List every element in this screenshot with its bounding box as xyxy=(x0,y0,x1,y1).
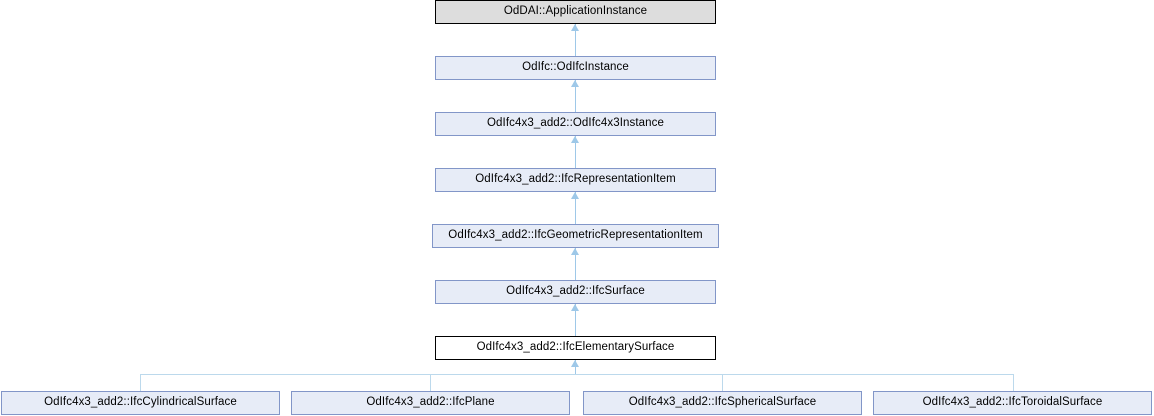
class-node-label: OdIfc4x3_add2::IfcPlane xyxy=(366,396,495,409)
class-node-label: OdIfc::OdIfcInstance xyxy=(522,61,629,74)
class-node-ifcsurface[interactable]: OdIfc4x3_add2::IfcSurface xyxy=(435,280,716,304)
derived-drop-2 xyxy=(430,374,431,391)
class-node-ifcrepresentationitem[interactable]: OdIfc4x3_add2::IfcRepresentationItem xyxy=(435,168,716,192)
derived-bus-line xyxy=(140,374,1014,375)
derived-drop-3 xyxy=(722,374,723,391)
class-node-ifcgeometricrepresentationitem[interactable]: OdIfc4x3_add2::IfcGeometricRepresentatio… xyxy=(432,224,719,248)
inheritance-arrowhead-4 xyxy=(571,192,579,199)
class-node-label: OdIfc4x3_add2::OdIfc4x3Instance xyxy=(487,117,664,130)
class-node-label: OdDAI::ApplicationInstance xyxy=(503,5,648,18)
class-node-application-instance[interactable]: OdDAI::ApplicationInstance xyxy=(435,0,716,24)
class-node-ifccylindricalsurface[interactable]: OdIfc4x3_add2::IfcCylindricalSurface xyxy=(1,391,280,415)
inheritance-edge-5 xyxy=(575,248,576,280)
inheritance-edge-3 xyxy=(575,136,576,168)
inheritance-arrowhead-7 xyxy=(571,360,579,367)
inheritance-arrowhead-5 xyxy=(571,248,579,255)
class-node-ifctoroidalsurface[interactable]: OdIfc4x3_add2::IfcToroidalSurface xyxy=(873,391,1152,415)
derived-drop-4 xyxy=(1013,374,1014,391)
inheritance-edge-2 xyxy=(575,80,576,112)
derived-drop-1 xyxy=(140,374,141,391)
class-node-label: OdIfc4x3_add2::IfcSurface xyxy=(506,285,645,298)
class-node-label: OdIfc4x3_add2::IfcGeometricRepresentatio… xyxy=(448,229,703,242)
inheritance-arrowhead-3 xyxy=(571,136,579,143)
inheritance-arrowhead-6 xyxy=(571,304,579,311)
class-node-ifcplane[interactable]: OdIfc4x3_add2::IfcPlane xyxy=(291,391,570,415)
inheritance-arrowhead-2 xyxy=(571,80,579,87)
class-node-label: OdIfc4x3_add2::IfcSphericalSurface xyxy=(628,396,817,409)
class-node-label: OdIfc4x3_add2::IfcCylindricalSurface xyxy=(44,396,237,409)
inheritance-edge-4 xyxy=(575,192,576,224)
class-node-label: OdIfc4x3_add2::IfcToroidalSurface xyxy=(922,396,1103,409)
inheritance-edge-1 xyxy=(575,24,576,56)
class-node-ifcsphericalsurface[interactable]: OdIfc4x3_add2::IfcSphericalSurface xyxy=(583,391,862,415)
inheritance-edge-7 xyxy=(575,360,576,375)
inheritance-arrowhead-1 xyxy=(571,24,579,31)
class-node-odifcinstance[interactable]: OdIfc::OdIfcInstance xyxy=(435,56,716,80)
class-node-label: OdIfc4x3_add2::IfcRepresentationItem xyxy=(475,173,676,186)
class-node-label: OdIfc4x3_add2::IfcElementarySurface xyxy=(476,341,675,354)
inheritance-edge-6 xyxy=(575,304,576,336)
class-node-ifcelementarysurface-current[interactable]: OdIfc4x3_add2::IfcElementarySurface xyxy=(435,336,716,360)
class-node-odifc4x3instance[interactable]: OdIfc4x3_add2::OdIfc4x3Instance xyxy=(435,112,716,136)
